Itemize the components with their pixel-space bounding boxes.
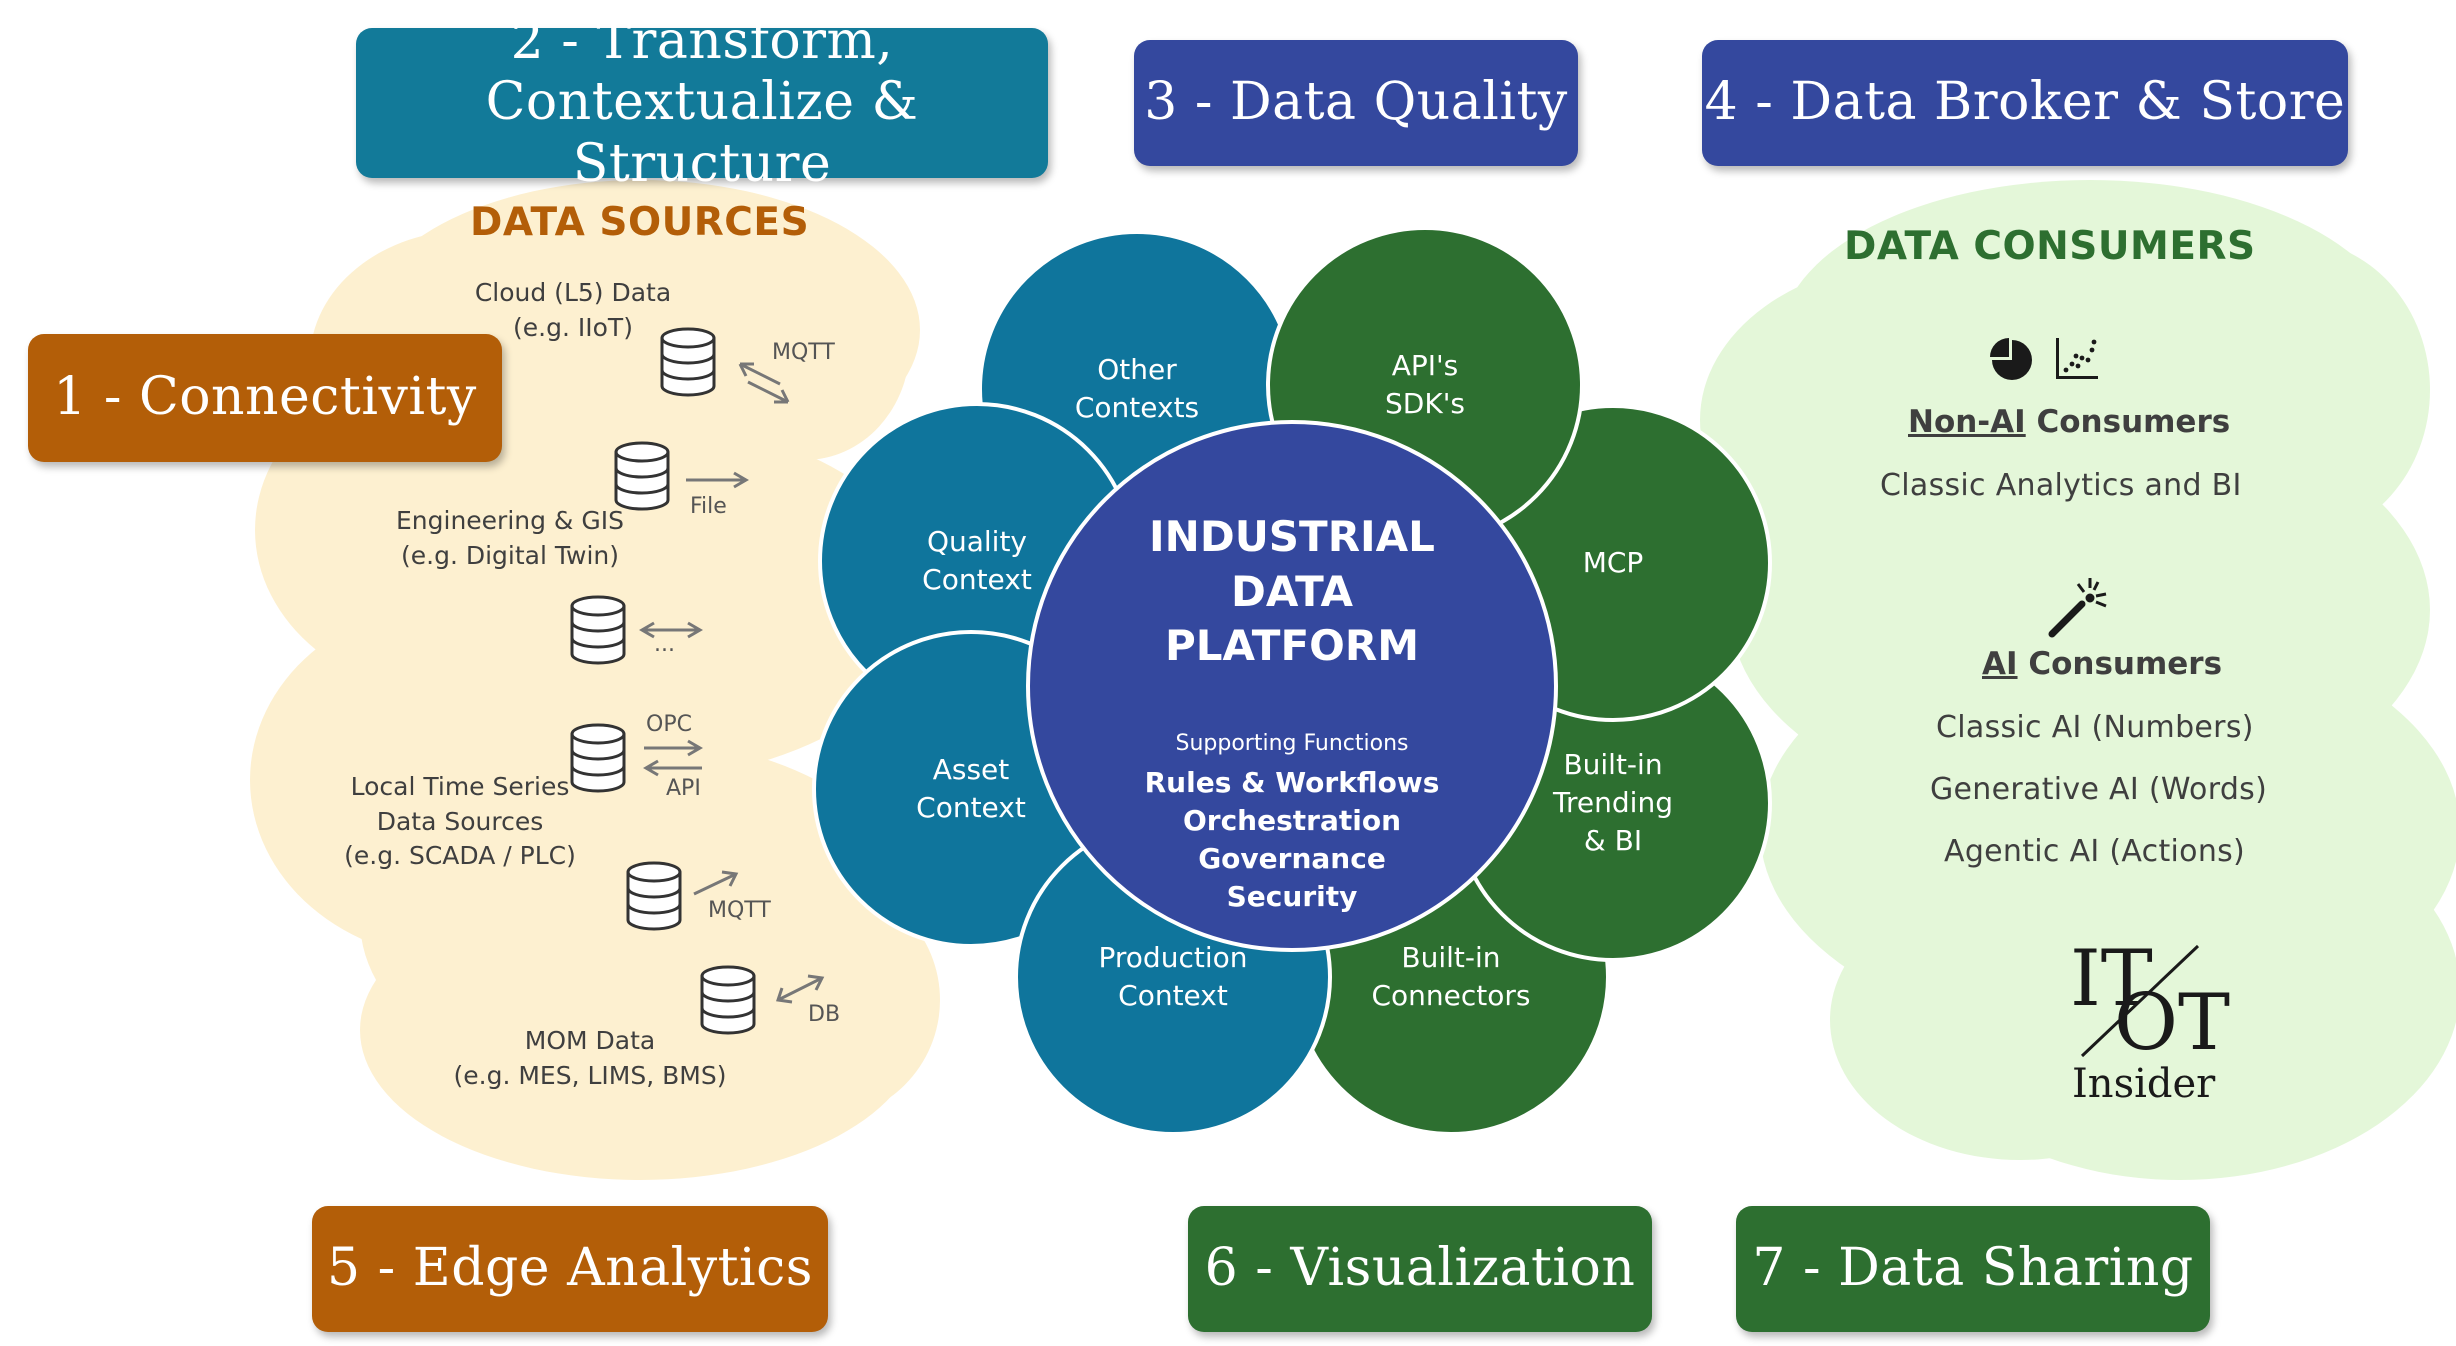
non-ai-consumers-heading: Non-AI Consumers [1908, 404, 2230, 440]
source-label-engineering: Engineering & GIS (e.g. Digital Twin) [395, 506, 624, 570]
ai-suffix: Consumers [2017, 646, 2223, 682]
database-icon [568, 594, 628, 670]
database-icon [658, 326, 718, 402]
protocol-mqtt-1: MQTT [772, 340, 835, 365]
source-label-mom: MOM Data (e.g. MES, LIMS, BMS) [453, 1026, 727, 1090]
platform-function: Rules & Workflows [1144, 766, 1440, 799]
petal-apis-sdks-label: API's SDK's [1385, 349, 1465, 420]
ai-consumers-heading: AI Consumers [1982, 646, 2222, 682]
connectivity-banner: 1 - Connectivity [28, 334, 502, 462]
protocol-opc: OPC [646, 712, 692, 737]
scatter-plot-icon [2054, 336, 2100, 386]
protocol-file: File [690, 494, 727, 519]
database-icon [698, 964, 758, 1040]
platform-title: INDUSTRIAL DATA PLATFORM [1149, 512, 1435, 671]
platform-function: Security [1226, 880, 1358, 914]
database-icon [568, 722, 628, 798]
ai-item-generative: Generative AI (Words) [1930, 772, 2268, 807]
logo-slash [2080, 944, 2200, 1058]
database-icon [624, 860, 684, 936]
diagonal-arrow-icon [690, 868, 742, 902]
platform-functions-list: Rules & Workflows Orchestration Governan… [1030, 764, 1554, 916]
protocol-ellipsis: ... [654, 632, 675, 657]
industrial-data-platform-center: INDUSTRIAL DATA PLATFORM Supporting Func… [1026, 420, 1558, 952]
ai-prefix: AI [1982, 646, 2018, 682]
non-ai-prefix: Non-AI [1908, 404, 2026, 440]
petal-quality-context-label: Quality Context [922, 525, 1032, 596]
data-consumers-title: DATA CONSUMERS [1844, 224, 2256, 269]
platform-function: Orchestration [1182, 804, 1402, 838]
data-sources-title: DATA SOURCES [470, 200, 810, 245]
data-quality-banner: 3 - Data Quality [1134, 40, 1578, 166]
non-ai-item: Classic Analytics and BI [1880, 468, 2242, 503]
logo-insider: Insider [2072, 1061, 2216, 1107]
ai-item-agentic: Agentic AI (Actions) [1944, 834, 2246, 869]
source-label-cloud: Cloud (L5) Data (e.g. IIoT) [474, 278, 672, 342]
visualization-banner: 6 - Visualization [1188, 1206, 1652, 1332]
horizontal-bidirectional-arrow-icon [638, 620, 704, 644]
petal-asset-context-label: Asset Context [916, 753, 1026, 824]
edge-analytics-banner: 5 - Edge Analytics [312, 1206, 828, 1332]
source-label-timeseries: Local Time Series Data Sources (e.g. SCA… [344, 772, 576, 870]
petal-other-contexts-label: Other Contexts [1074, 353, 1200, 424]
protocol-db: DB [808, 1002, 841, 1027]
transform-banner: 2 - Transform, Contextualize & Structure [356, 11, 1048, 194]
logo-ot: OT [2114, 978, 2230, 1068]
non-ai-suffix: Consumers [2025, 404, 2231, 440]
magic-wand-icon [2046, 574, 2112, 644]
platform-function: Governance [1198, 842, 1386, 876]
petal-built-in-trending-label: Built-in Trending & BI [1553, 748, 1673, 857]
protocol-api: API [666, 776, 701, 801]
pie-chart-icon [1990, 338, 2034, 386]
data-sharing-banner: 7 - Data Sharing [1736, 1206, 2210, 1332]
petal-built-in-connectors-label: Built-in Connectors [1371, 941, 1531, 1012]
bidirectional-arrow-icon [734, 358, 794, 414]
transform-banner-line1: 2 - Transform, [510, 10, 894, 71]
platform-subtitle: Supporting Functions [1175, 731, 1409, 756]
logo-it: IT [2070, 934, 2153, 1024]
protocol-mqtt-2: MQTT [708, 898, 771, 923]
diagonal-bidirectional-arrow-icon [772, 972, 828, 1010]
ai-item-classic: Classic AI (Numbers) [1936, 710, 2254, 745]
right-arrow-icon [684, 470, 750, 494]
petal-mcp-label: MCP [1582, 546, 1644, 580]
transform-banner-line2: Contextualize & Structure [485, 72, 919, 194]
itot-insider-logo: IT OT Insider [2070, 940, 2230, 1110]
opposing-arrows-icon [640, 738, 706, 782]
database-icon [612, 440, 672, 516]
data-broker-banner: 4 - Data Broker & Store [1702, 40, 2348, 166]
petal-production-context-label: Production Context [1098, 941, 1248, 1012]
